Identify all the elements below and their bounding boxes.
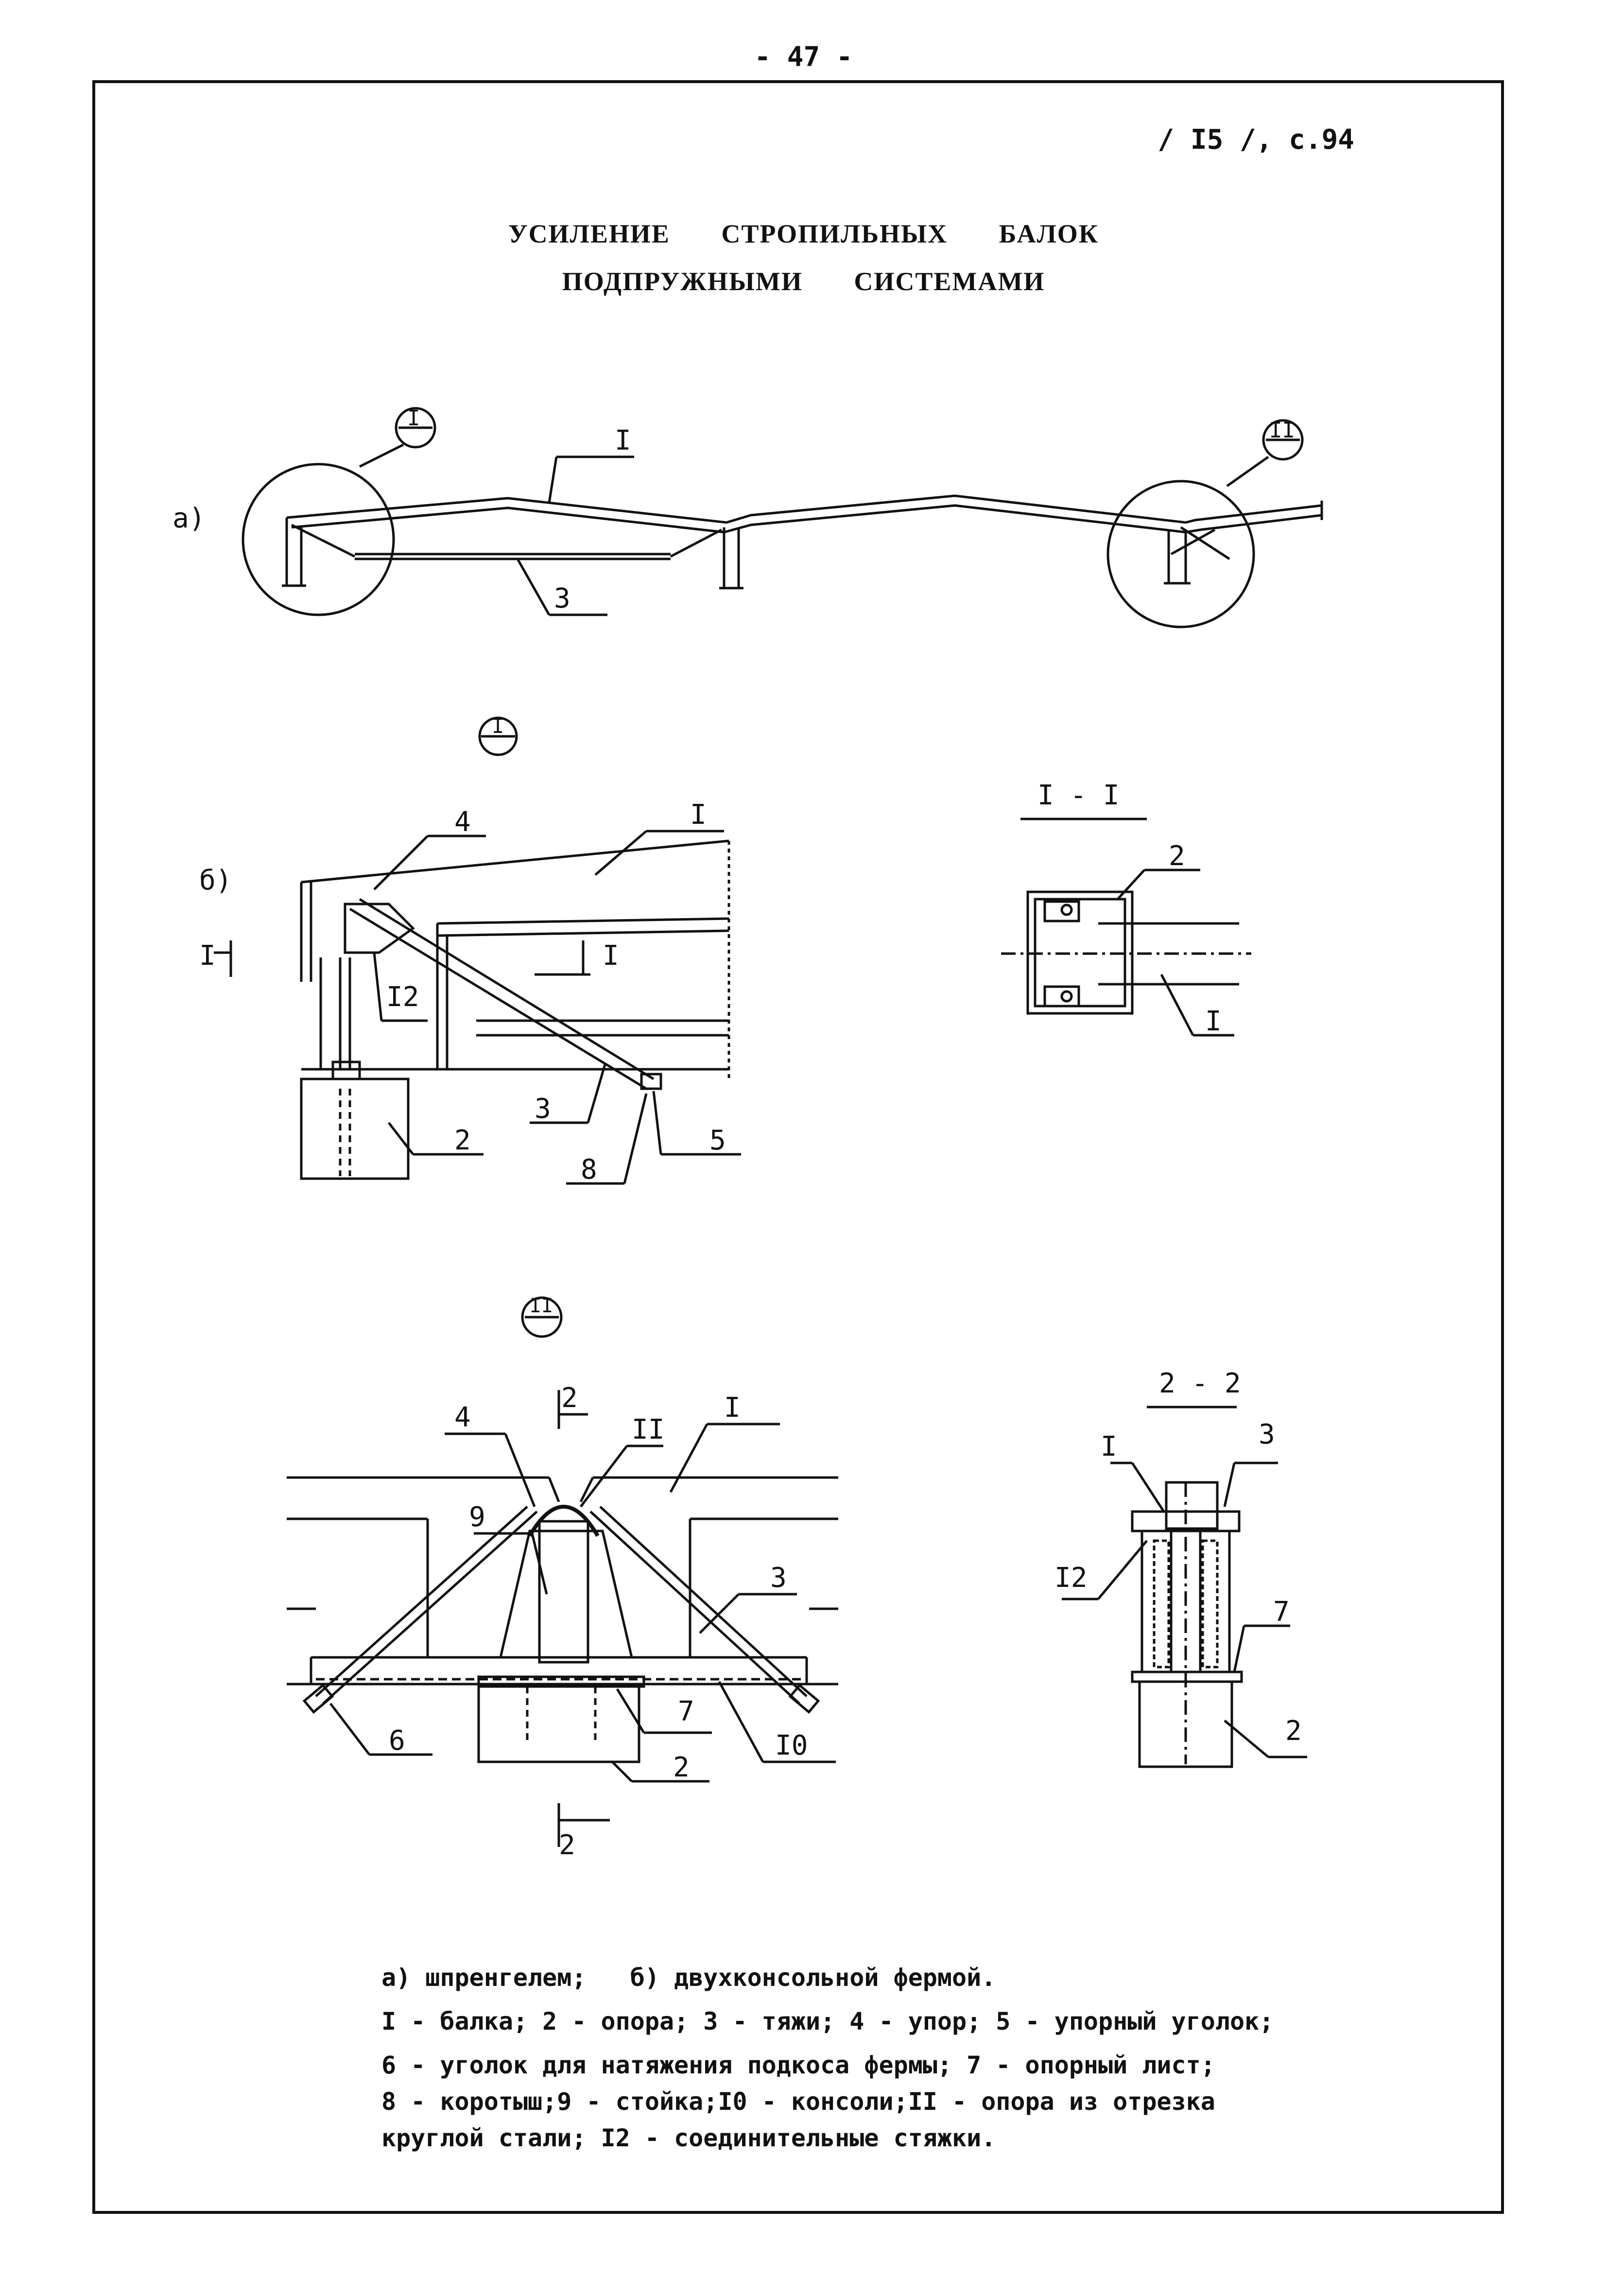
node-II-label-6: 6 <box>389 1725 405 1757</box>
section-1-1-label-2: 2 <box>1169 840 1185 872</box>
view-b-label-4: 4 <box>454 806 471 838</box>
view-a-label: а) <box>173 503 205 534</box>
view-a-node-I: I <box>407 406 420 431</box>
view-b-label-8: 8 <box>581 1154 597 1185</box>
node-II-label-7: 7 <box>678 1696 694 1727</box>
view-b-node-marker: I <box>492 714 504 738</box>
node-II-label-9: 9 <box>469 1501 485 1533</box>
node-II-section-top: 2 <box>561 1382 578 1414</box>
node-II-circle <box>1106 480 1255 628</box>
section-2-2-label-2: 2 <box>1285 1715 1302 1747</box>
title-line-1: УСИЛЕНИЕ СТРОПИЛЬНЫХ БАЛОК <box>508 219 1099 248</box>
section-1-1: I - I 2 I <box>1001 780 1251 1037</box>
node-II-detail: II 2 2 4 <box>287 1295 838 1861</box>
view-b-label-3: 3 <box>535 1093 551 1125</box>
section-2-2-title: 2 - 2 <box>1159 1368 1241 1399</box>
caption-line-3: 6 - уголок для натяжения подкоса фермы; … <box>381 2051 1215 2079</box>
view-b-label-12: I2 <box>386 981 419 1013</box>
caption-line-2: I - балка; 2 - опора; 3 - тяжи; 4 - упор… <box>381 2007 1274 2035</box>
view-a: а) I II I 3 <box>173 406 1323 628</box>
caption-line-4: 8 - коротыш;9 - стойка;I0 - консоли;II -… <box>381 2087 1215 2116</box>
view-b: I б) I I 4 <box>199 714 741 1185</box>
node-II-label-3: 3 <box>770 1562 787 1594</box>
view-b-section-left: I <box>199 940 216 972</box>
node-II-label-1: I <box>724 1392 741 1424</box>
view-b-label: б) <box>199 865 232 896</box>
section-2-2-label-1: I <box>1101 1431 1117 1462</box>
drawing-frame <box>92 80 1504 2214</box>
reference: / I5 /, с.94 <box>1158 124 1354 156</box>
caption-line-1: а) шпренгелем; б) двухконсольной фермой. <box>381 1964 996 1992</box>
caption-line-5: круглой стали; I2 - соединительные стяжк… <box>381 2124 996 2152</box>
title-line-2: ПОДПРУЖНЫМИ СИСТЕМАМИ <box>562 267 1045 296</box>
view-a-node-II: II <box>1269 418 1295 443</box>
view-b-section-right: I <box>603 940 619 972</box>
node-II-label-2: 2 <box>673 1752 690 1783</box>
section-2-2: 2 - 2 I 3 I2 7 2 <box>1054 1368 1307 1768</box>
section-2-2-label-3: 3 <box>1259 1419 1275 1450</box>
view-b-label-5: 5 <box>709 1125 726 1156</box>
node-I-circle <box>242 463 395 616</box>
view-b-label-1: I <box>690 799 707 831</box>
node-II-label-11: II <box>632 1414 664 1445</box>
section-2-2-label-7: 7 <box>1273 1596 1290 1628</box>
view-a-beam-label: I <box>615 425 631 456</box>
section-2-2-label-12: I2 <box>1054 1562 1087 1594</box>
view-a-tie-label: 3 <box>554 583 570 614</box>
node-II-section-bottom: 2 <box>559 1829 575 1861</box>
node-II-marker: II <box>530 1295 553 1317</box>
section-1-1-title: I - I <box>1037 780 1120 811</box>
page-number: - 47 - <box>754 41 853 73</box>
section-1-1-label-1: I <box>1205 1006 1222 1037</box>
node-II-label-10: I0 <box>775 1730 808 1761</box>
node-II-label-4: 4 <box>454 1402 471 1433</box>
view-b-label-2: 2 <box>454 1125 471 1156</box>
